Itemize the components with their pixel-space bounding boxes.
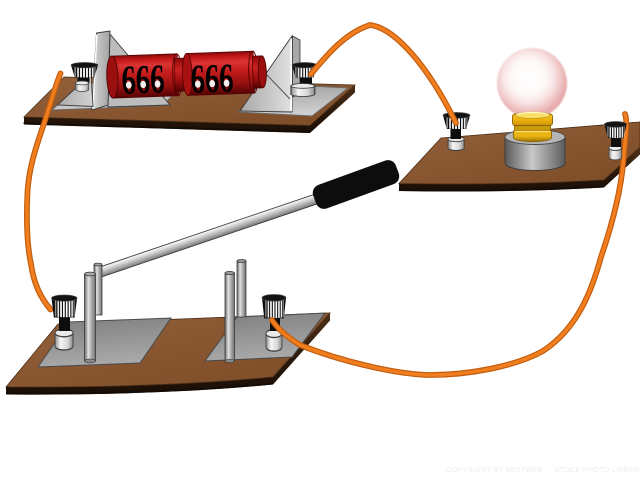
svg-text:COPYRIGHT BY BESTWEB STOCK: COPYRIGHT BY BESTWEB STOCK PHOTO LIBRARY xyxy=(446,467,640,474)
svg-text:666: 666 xyxy=(121,55,166,103)
svg-text:666: 666 xyxy=(190,54,235,102)
